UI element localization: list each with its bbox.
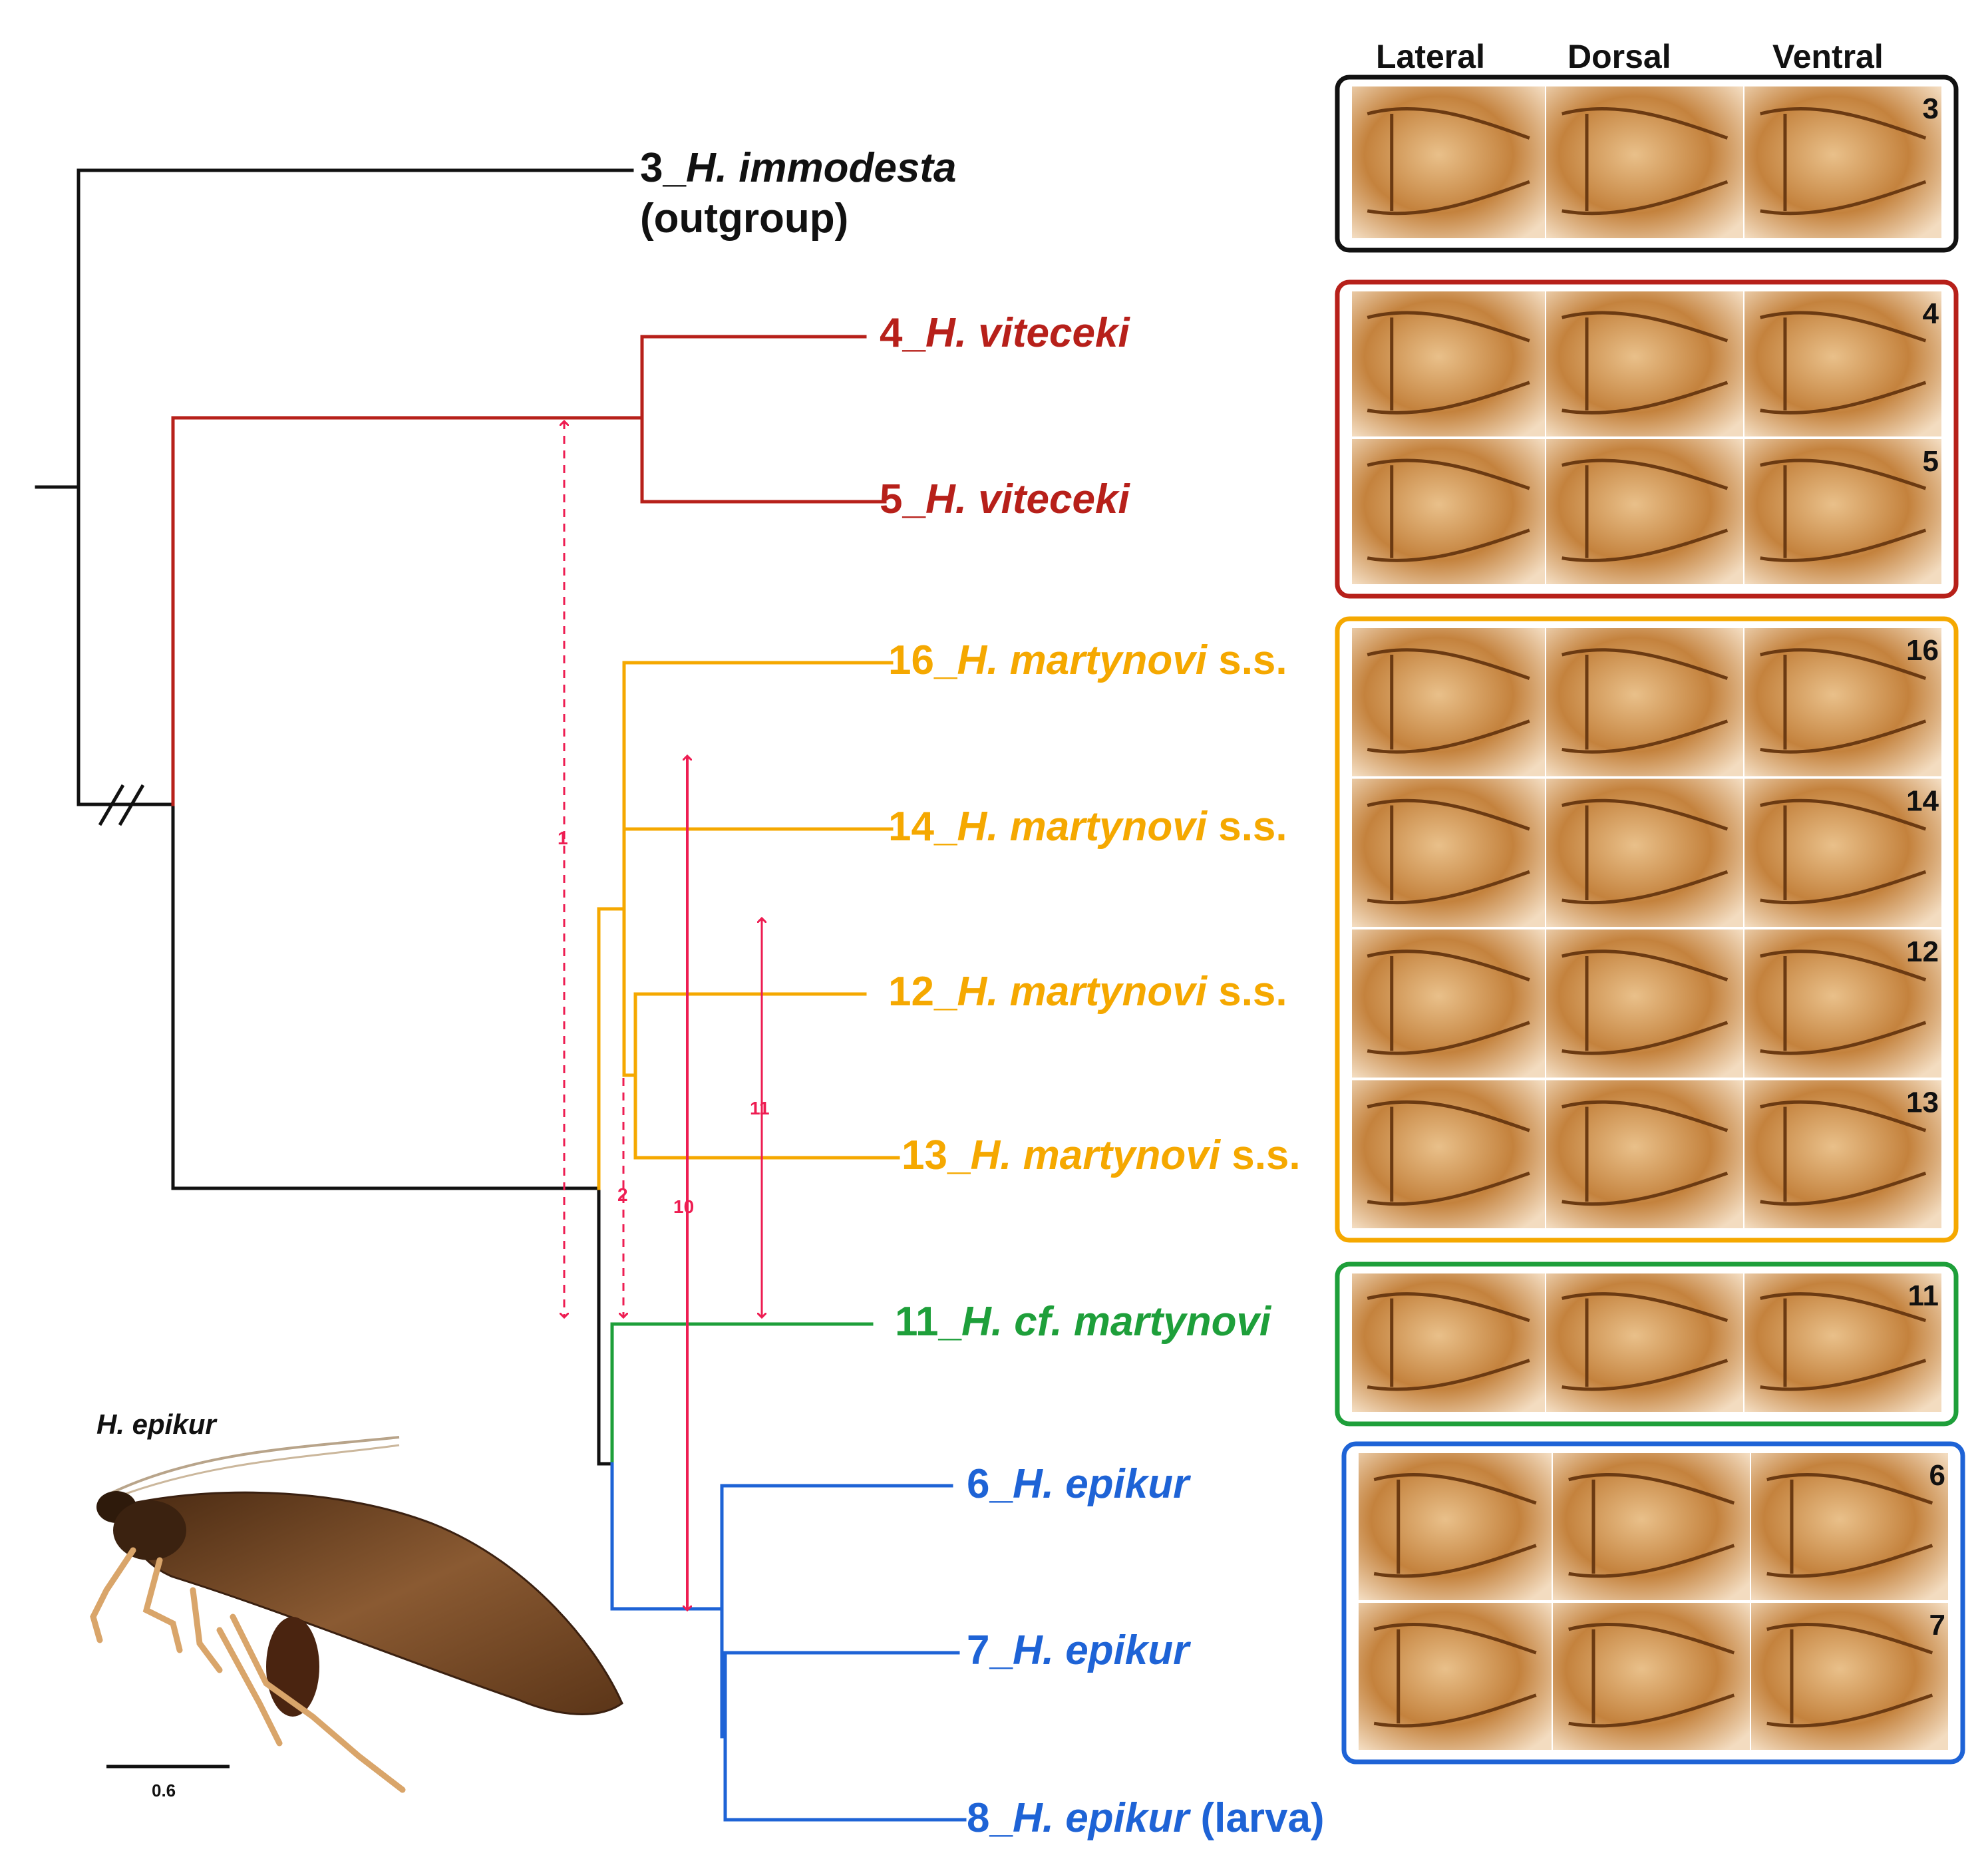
specimen-sketch: [1760, 458, 1927, 562]
specimen-sketch: [1766, 1472, 1933, 1578]
panel-number: 16: [1906, 634, 1939, 667]
specimen-sketch: [1760, 949, 1927, 1055]
specimen-sketch: [1367, 106, 1530, 216]
specimen-sketch: [1562, 798, 1729, 905]
inset-caption: H. epikur: [96, 1409, 216, 1440]
arrow-label-11: 11: [750, 1098, 770, 1118]
tree-branches: [35, 168, 967, 1822]
panel-number: 13: [1906, 1087, 1939, 1119]
branch-viteceki-stem: [171, 416, 644, 806]
branch-epikur-stem: [610, 1462, 724, 1611]
specimen-sketch: [1760, 648, 1927, 754]
taxon-label-7: 7_H. epikur: [967, 1627, 1190, 1673]
specimen-sketch: [1760, 311, 1927, 415]
taxon-label-6: 6_H. epikur: [967, 1461, 1190, 1507]
column-header-ventral: Ventral: [1772, 38, 1884, 75]
comparison-arrows: [564, 421, 762, 1610]
specimen-sketch: [1367, 798, 1530, 905]
specimen-sketch: [1562, 648, 1729, 754]
specimen-sketch: [1367, 1100, 1530, 1206]
branch-t11-stem: [610, 1322, 874, 1466]
taxon-label-8: 8_H. epikur (larva): [967, 1795, 1325, 1841]
specimen-sketch: [1562, 1291, 1729, 1391]
specimen-sketch: [1760, 106, 1927, 216]
branch-ingroup-lower: [171, 802, 601, 1190]
taxon-label-11: 11_H. cf. martynovi: [895, 1299, 1271, 1345]
taxon-label-16: 16_H. martynovi s.s.: [888, 637, 1287, 683]
specimen-sketch: [1367, 1291, 1530, 1391]
panel-number: 11: [1907, 1279, 1939, 1312]
panel-number: 4: [1923, 297, 1939, 330]
taxon-label-14: 14_H. martynovi s.s.: [888, 804, 1287, 850]
specimen-sketch: [1760, 1291, 1927, 1391]
arrow-label-1: 1: [558, 828, 568, 848]
taxon-label-4: 4_H. viteceki: [880, 310, 1130, 356]
specimen-sketch: [1367, 458, 1530, 562]
panel-number: 14: [1906, 785, 1939, 818]
specimen-sketch: [1760, 1100, 1927, 1206]
specimen-panels: 3 4 5 16 14 12 13 11 6 7: [1335, 75, 1965, 1765]
specimen-sketch: [1562, 1100, 1729, 1206]
specimen-sketch: [1766, 1622, 1933, 1728]
arrow-label-2: 2: [617, 1184, 628, 1205]
taxon-label-12: 12_H. martynovi s.s.: [888, 969, 1287, 1015]
specimen-sketch: [1367, 648, 1530, 754]
scale-label: 0.6: [152, 1780, 176, 1800]
specimen-sketch: [1568, 1622, 1735, 1728]
column-header-lateral: Lateral: [1376, 38, 1485, 75]
panel-number: 5: [1923, 445, 1939, 478]
specimen-sketch: [1562, 458, 1729, 562]
specimen-sketch: [1373, 1472, 1537, 1578]
taxon-label-13: 13_H. martynovi s.s.: [902, 1132, 1301, 1178]
specimen-sketch: [1562, 949, 1729, 1055]
taxon-label-3: 3_H. immodesta(outgroup): [640, 145, 957, 242]
branch-martynovi-stem: [597, 907, 626, 1190]
specimen-sketch: [1367, 311, 1530, 415]
specimen-sketch: [1562, 311, 1729, 415]
specimen-sketch: [1562, 106, 1729, 216]
specimen-sketch: [1760, 798, 1927, 905]
panel-number: 6: [1929, 1459, 1945, 1492]
specimen-sketch: [1373, 1622, 1537, 1728]
specimen-sketch: [1568, 1472, 1735, 1578]
column-header-dorsal: Dorsal: [1568, 38, 1671, 75]
arrow-label-10: 10: [673, 1196, 695, 1217]
specimen-sketch: [1367, 949, 1530, 1055]
taxon-label-5: 5_H. viteceki: [880, 476, 1130, 522]
insect-illustration: [90, 1436, 623, 1793]
panel-number: 7: [1929, 1609, 1945, 1641]
branch-break-marks: [79, 784, 170, 826]
panel-number: 3: [1923, 92, 1939, 125]
branch-t7-8-stem: [720, 1651, 727, 1822]
panel-number: 12: [1906, 935, 1939, 968]
